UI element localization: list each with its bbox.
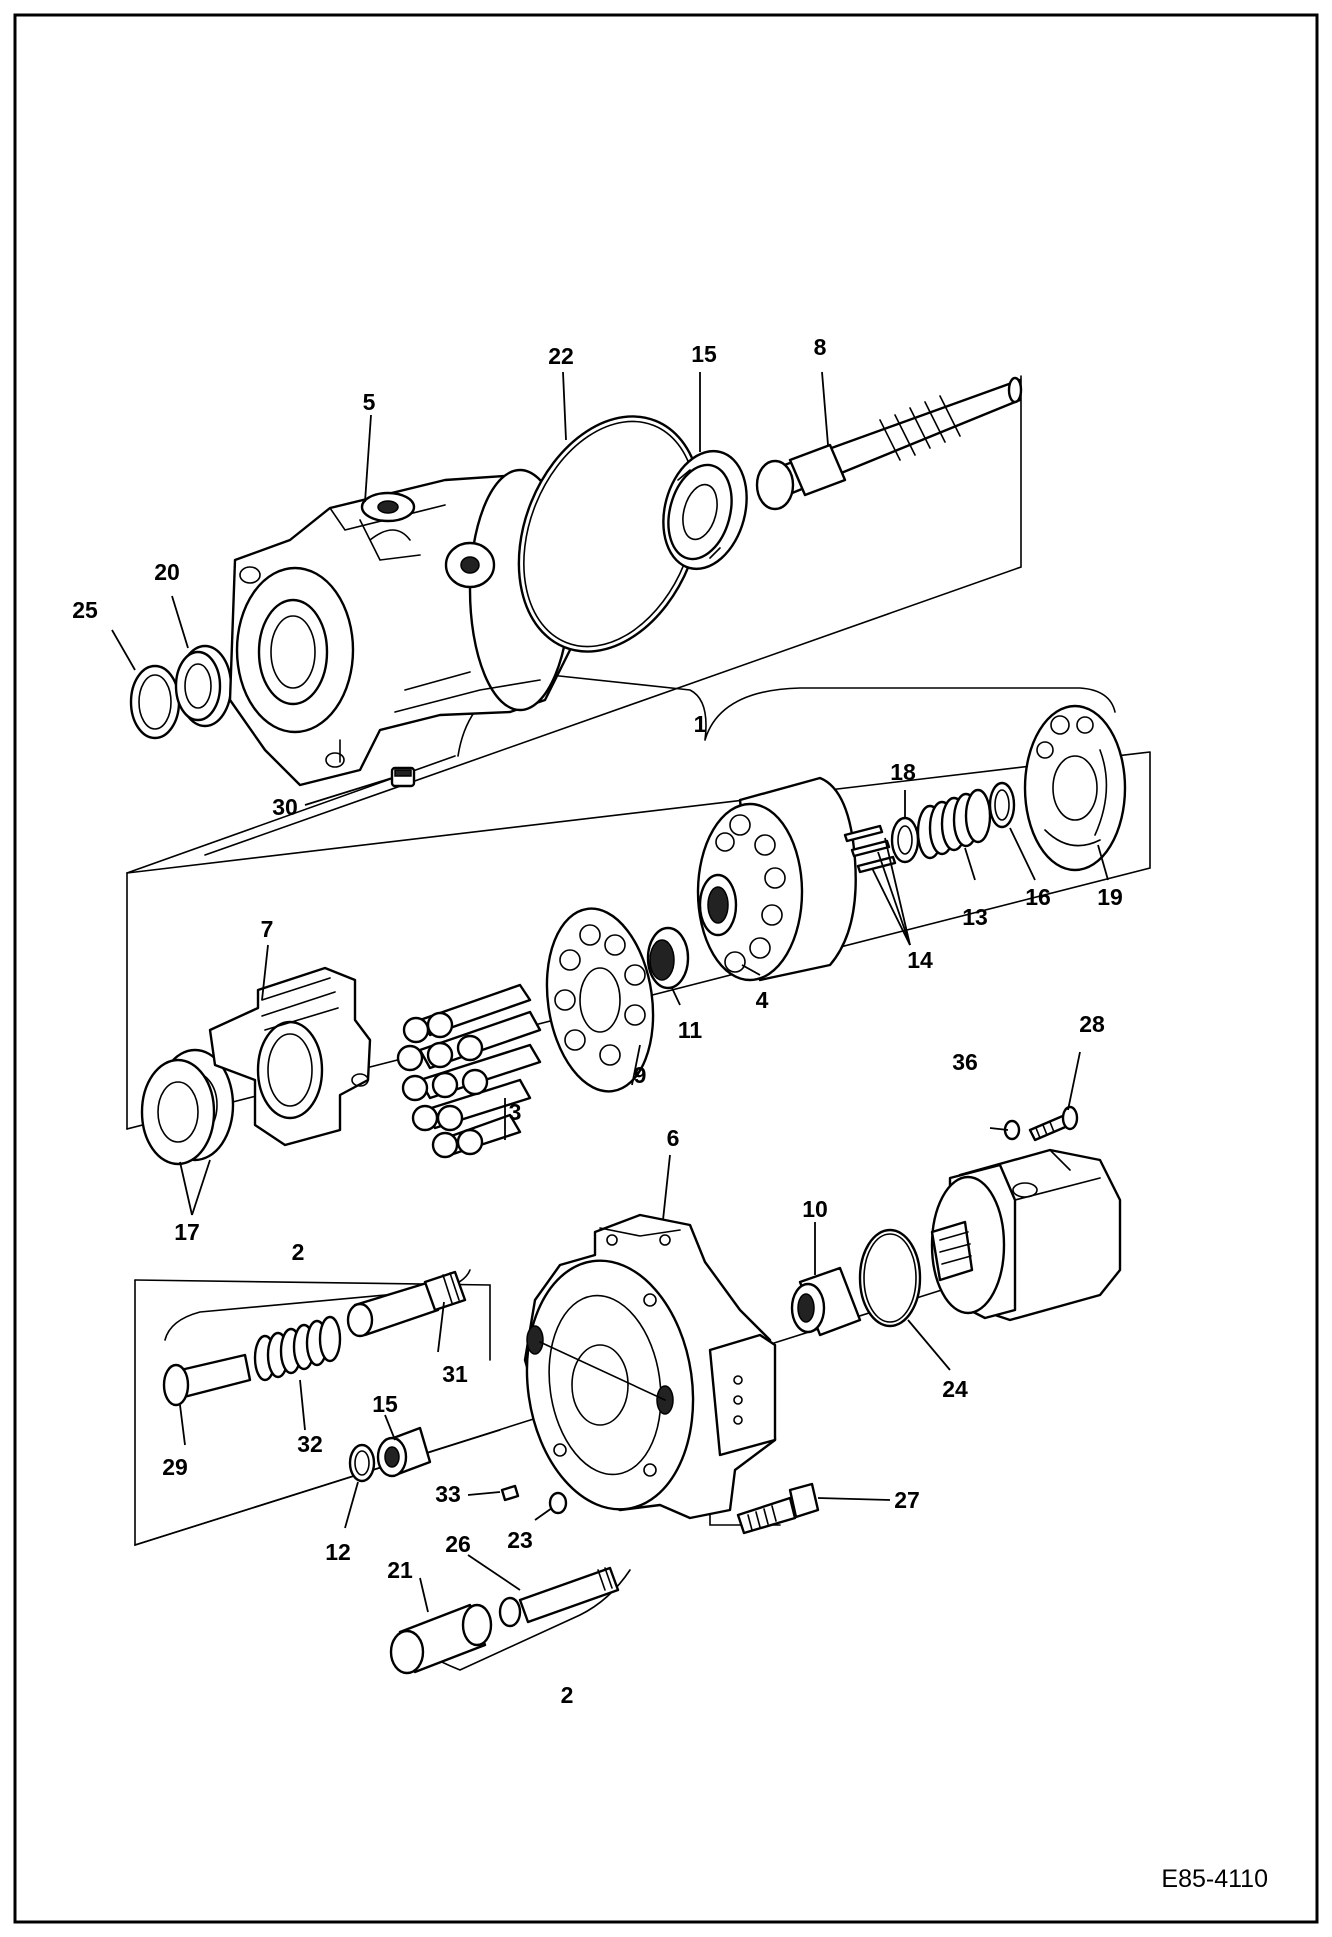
part-4-cylinder-block bbox=[696, 776, 857, 982]
part-26-spool bbox=[498, 1566, 620, 1628]
part-8-drive-shaft bbox=[755, 376, 1023, 511]
gear-pump bbox=[930, 1148, 1122, 1322]
part-25-snap-ring bbox=[129, 664, 181, 740]
part-19-valve-plate bbox=[1023, 704, 1127, 872]
callout-12: 12 bbox=[325, 1539, 351, 1565]
part-21-sleeve bbox=[389, 1603, 493, 1675]
callout-21: 21 bbox=[387, 1557, 413, 1583]
callout-23: 23 bbox=[507, 1527, 533, 1553]
part-31-valve-sleeve bbox=[346, 1270, 467, 1338]
callout-1: 1 bbox=[694, 711, 707, 737]
callout-29: 29 bbox=[162, 1454, 188, 1480]
drawing-border bbox=[13, 13, 1319, 1924]
callout-11: 11 bbox=[678, 1017, 703, 1043]
part-17-shims bbox=[140, 1048, 235, 1166]
callout-10: 10 bbox=[802, 1196, 828, 1222]
part-23-o-ring bbox=[548, 1491, 568, 1515]
part-18-spring-seat bbox=[890, 816, 920, 864]
leader-lines bbox=[111, 371, 1109, 1613]
callout-20: 20 bbox=[154, 559, 180, 585]
callout-33: 33 bbox=[435, 1481, 461, 1507]
callout-6: 6 bbox=[667, 1125, 680, 1151]
callout-15-bottom: 15 bbox=[372, 1391, 398, 1417]
part-28-bolt bbox=[1028, 1105, 1079, 1142]
callout-27: 27 bbox=[894, 1487, 920, 1513]
callout-7: 7 bbox=[261, 916, 274, 942]
part-3-pistons bbox=[396, 983, 542, 1159]
part-15-bearing-bottom bbox=[376, 1426, 432, 1478]
part-6-end-cover bbox=[523, 1213, 777, 1520]
part-24-o-ring bbox=[858, 1228, 922, 1328]
braces bbox=[164, 674, 1116, 1671]
callout-labels: 1 2 2 3 4 5 6 7 8 9 10 11 12 13 14 15 15… bbox=[72, 334, 1123, 1708]
callout-8: 8 bbox=[814, 334, 827, 360]
part-16-snap-ring bbox=[988, 781, 1016, 829]
part-27-bolt bbox=[736, 1482, 820, 1535]
callout-22: 22 bbox=[548, 343, 574, 369]
callout-17: 17 bbox=[174, 1219, 200, 1245]
part-10-bushing-sleeve bbox=[790, 1266, 862, 1337]
callout-13: 13 bbox=[962, 904, 988, 930]
callout-36: 36 bbox=[952, 1049, 978, 1075]
callout-28: 28 bbox=[1079, 1011, 1105, 1037]
callout-24: 24 bbox=[942, 1376, 968, 1402]
callout-2-upper: 2 bbox=[292, 1239, 305, 1265]
part-13-spring bbox=[916, 788, 992, 860]
callout-25: 25 bbox=[72, 597, 98, 623]
part-7-swash-plate bbox=[208, 966, 372, 1147]
part-11-bushing bbox=[646, 926, 690, 990]
callout-16: 16 bbox=[1025, 884, 1051, 910]
drawing-code: E85-4110 bbox=[1161, 1865, 1268, 1893]
part-29-plug bbox=[162, 1353, 252, 1407]
part-15-bearing-top bbox=[662, 449, 748, 571]
callout-19: 19 bbox=[1097, 884, 1123, 910]
callout-2-lower: 2 bbox=[561, 1682, 574, 1708]
callout-9: 9 bbox=[634, 1062, 647, 1088]
part-12-snap-ring bbox=[348, 1443, 376, 1483]
callout-30: 30 bbox=[272, 794, 298, 820]
callout-5: 5 bbox=[363, 389, 376, 415]
part-32-spring bbox=[253, 1315, 342, 1382]
callout-26: 26 bbox=[445, 1531, 471, 1557]
callout-14: 14 bbox=[907, 947, 933, 973]
callout-18: 18 bbox=[890, 759, 916, 785]
callout-32: 32 bbox=[297, 1431, 323, 1457]
panel-top-outline bbox=[204, 375, 1022, 856]
callout-31: 31 bbox=[442, 1361, 468, 1387]
part-33-pin bbox=[500, 1484, 520, 1502]
callout-15-top: 15 bbox=[691, 341, 717, 367]
part-20-shaft-seal bbox=[174, 644, 233, 728]
part-30-plug bbox=[390, 766, 416, 788]
part-9-retainer-plate bbox=[545, 907, 655, 1093]
callout-3: 3 bbox=[509, 1099, 522, 1125]
callout-4: 4 bbox=[756, 987, 769, 1013]
